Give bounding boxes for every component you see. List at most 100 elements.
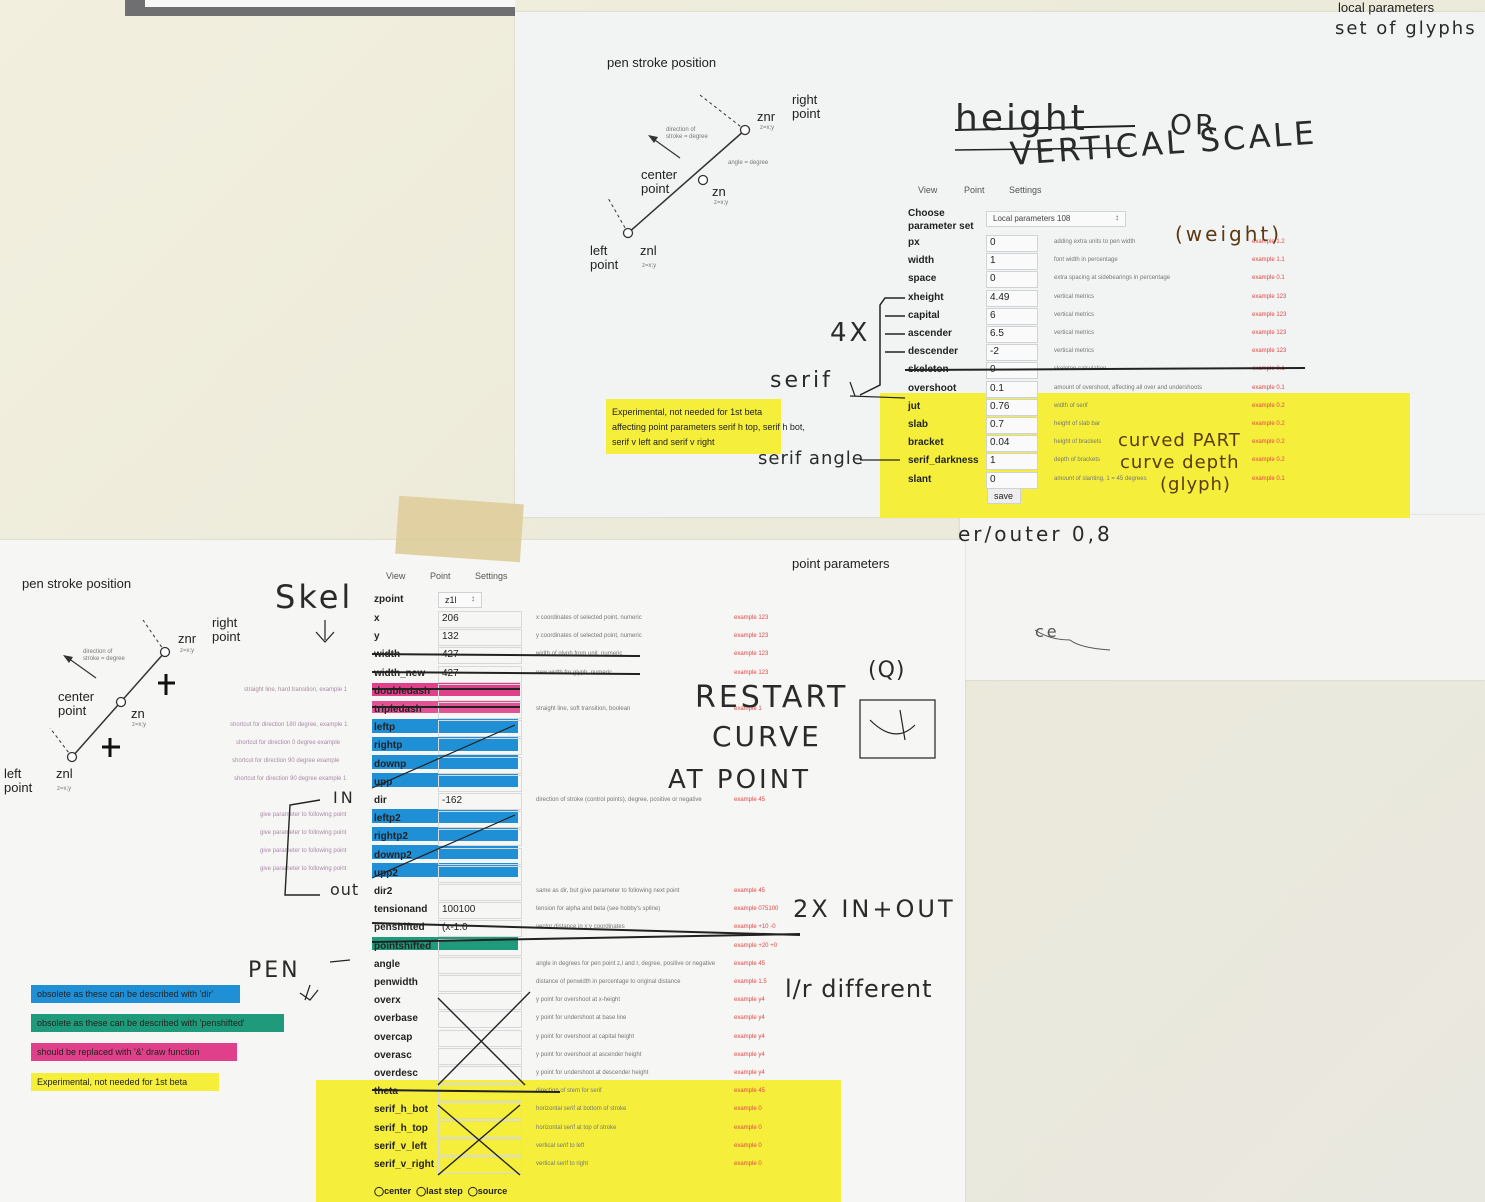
bottom-param-desc: vector distance in x;y coordinates: [536, 924, 625, 930]
bottom-param-label: width_new: [374, 668, 426, 679]
bottom-param-input[interactable]: 206: [438, 611, 522, 628]
side-note: give parameter to following point: [260, 830, 347, 836]
parameter-set-select[interactable]: Local parameters 108 ↕: [986, 211, 1126, 227]
bottom-param-example: example 0: [734, 1106, 762, 1112]
bottom-param-label: tripledash: [374, 704, 422, 715]
bottom-param-input[interactable]: [438, 811, 522, 828]
top-tab-point[interactable]: Point: [964, 185, 985, 195]
bottom-znl-note: z=x;y: [57, 786, 72, 792]
bottom-param-label: leftp: [374, 722, 396, 733]
hw-serif-angle: serif angle: [758, 448, 864, 469]
bottom-param-input[interactable]: (x-1.0: [438, 920, 522, 937]
top-param-input[interactable]: -2: [986, 344, 1038, 361]
bottom-param-input[interactable]: [438, 957, 522, 974]
bottom-param-example: example 1.5: [734, 979, 767, 985]
blue-highlight-leftp2: [372, 809, 518, 823]
top-param-input[interactable]: 1: [986, 253, 1038, 270]
bottom-param-example: example y4: [734, 1015, 765, 1021]
bottom-param-desc: horizontal serif at bottom of stroke: [536, 1106, 627, 1112]
bottom-tab-point[interactable]: Point: [430, 571, 451, 581]
bottom-param-input[interactable]: [438, 1121, 522, 1138]
bottom-param-desc: vertical serif to right: [536, 1161, 589, 1167]
top-param-input[interactable]: 6.5: [986, 326, 1038, 343]
bottom-param-input[interactable]: [438, 829, 522, 846]
top-param-input[interactable]: 0.7: [986, 417, 1038, 434]
top-experimental-note: Experimental, not needed for 1st beta af…: [612, 407, 805, 447]
bottom-param-desc: horizontal serif at top of stroke: [536, 1125, 617, 1131]
bottom-param-input[interactable]: [438, 775, 522, 792]
bottom-param-label: rightp2: [374, 831, 408, 842]
bottom-param-label: doubledash: [374, 686, 431, 697]
bottom-param-input[interactable]: [438, 1048, 522, 1065]
top-param-example: example 0.1: [1252, 385, 1285, 391]
bottom-param-input[interactable]: [438, 1030, 522, 1047]
bottom-param-example: example 45: [734, 961, 766, 967]
top-param-input[interactable]: 0: [986, 235, 1038, 252]
bottom-param-example: example 45: [734, 1088, 766, 1094]
blue-highlight-rightp2: [372, 827, 518, 841]
bottom-param-label: dir: [374, 795, 387, 806]
bottom-param-input[interactable]: [438, 1011, 522, 1028]
save-button[interactable]: save: [987, 488, 1021, 504]
top-experimental-note-bg: [606, 399, 781, 454]
top-experimental-highlight: [880, 393, 1410, 518]
bottom-param-input[interactable]: [438, 1102, 522, 1119]
bottom-param-desc: x coordinates of selected point, numeric: [536, 615, 642, 621]
bottom-param-input[interactable]: [438, 848, 522, 865]
bottom-param-input[interactable]: -162: [438, 793, 522, 810]
top-param-input[interactable]: 0.04: [986, 435, 1038, 452]
top-param-example: example 123: [1252, 294, 1287, 300]
top-param-desc: vertical metrics: [1054, 348, 1095, 354]
hw-height: height: [955, 98, 1088, 139]
bottom-param-label: serif_h_bot: [374, 1104, 428, 1115]
bottom-param-input[interactable]: [438, 975, 522, 992]
bottom-param-desc: y point for undershoot at base line: [536, 1015, 627, 1021]
legend-blue: obsolete as these can be described with …: [31, 985, 240, 1003]
top-param-input[interactable]: 0.76: [986, 399, 1038, 416]
bottom-param-input[interactable]: [438, 1066, 522, 1083]
bottom-param-example: example y4: [734, 1070, 765, 1076]
bottom-param-input[interactable]: [438, 702, 522, 719]
bottom-param-example: example y4: [734, 1052, 765, 1058]
bottom-controls[interactable]: ◯center ◯last step ◯source: [374, 1186, 508, 1196]
bottom-param-example: example 45: [734, 797, 766, 803]
bottom-param-input[interactable]: [438, 738, 522, 755]
top-tab-view[interactable]: View: [918, 185, 938, 195]
top-tab-settings[interactable]: Settings: [1009, 185, 1042, 195]
bottom-tab-view[interactable]: View: [386, 571, 406, 581]
bottom-param-input[interactable]: [438, 684, 522, 701]
top-param-label: overshoot: [908, 383, 957, 394]
bottom-param-example: example 123: [734, 633, 769, 639]
top-param-example: example 123: [1252, 330, 1287, 336]
hw-serif: serif: [770, 368, 833, 393]
bottom-param-label: serif_v_left: [374, 1141, 427, 1152]
bottom-param-input[interactable]: [438, 884, 522, 901]
top-param-input[interactable]: 4.49: [986, 290, 1038, 307]
top-param-input[interactable]: 1: [986, 453, 1038, 470]
bottom-zn-note: z=x;y: [132, 722, 147, 728]
bottom-param-input[interactable]: [438, 720, 522, 737]
bottom-param-desc: direction of stroke (control points), de…: [536, 797, 702, 803]
bottom-tab-settings[interactable]: Settings: [475, 571, 508, 581]
bottom-param-input[interactable]: [438, 757, 522, 774]
zpoint-select[interactable]: z1l ↕: [438, 592, 482, 608]
top-zn-note: z=x;y: [714, 200, 729, 206]
bottom-param-label: downp: [374, 759, 407, 770]
bottom-param-label: dir2: [374, 886, 393, 897]
top-param-input[interactable]: 6: [986, 308, 1038, 325]
top-param-input[interactable]: 0: [986, 271, 1038, 288]
bottom-param-example: example 0: [734, 1143, 762, 1149]
top-param-input[interactable]: 0.1: [986, 381, 1038, 398]
bottom-param-input[interactable]: 132: [438, 629, 522, 646]
bottom-param-label: x: [374, 613, 380, 624]
bottom-param-input[interactable]: [438, 1157, 522, 1174]
top-param-example: example 1.2: [1252, 239, 1285, 245]
bottom-param-example: example 0: [734, 1161, 762, 1167]
hw-pen: PEN: [248, 958, 301, 983]
bottom-param-input[interactable]: [438, 866, 522, 883]
bottom-param-input[interactable]: 100100: [438, 902, 522, 919]
